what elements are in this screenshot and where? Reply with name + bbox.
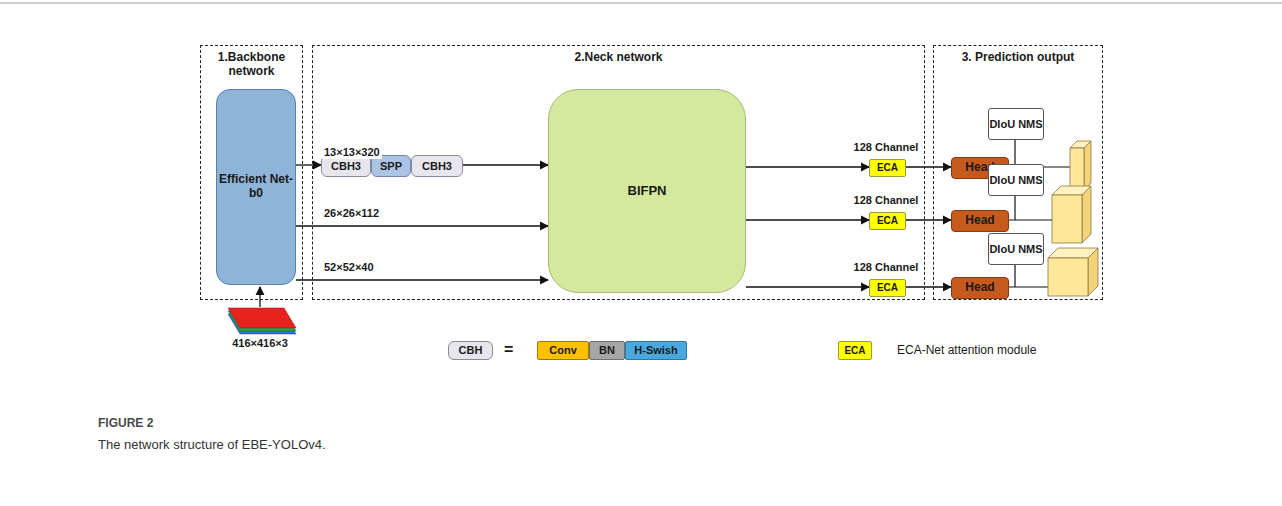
annotation: 416×416×3 — [230, 337, 290, 350]
node-text: ECA — [877, 282, 898, 294]
dashed-region: 2.Neck networkCBH3 SPP CBH3BIFPN ECA ECA ECA — [312, 45, 925, 300]
node-text: H-Swish — [634, 344, 677, 357]
arrow-connector — [746, 166, 869, 167]
head-block: Head — [951, 210, 1009, 232]
arrow-connector — [906, 166, 951, 167]
region-heading: 2.Neck network — [315, 51, 922, 65]
node-text: CBH3 — [331, 160, 361, 173]
arrow-connector — [296, 225, 548, 226]
hswish-block: H-Swish — [625, 341, 687, 360]
node-text: ECA — [877, 162, 898, 174]
annotation: ECA-Net attention module — [895, 343, 1038, 357]
arrow-connector — [296, 164, 321, 165]
cbh-block: CBH3 — [411, 155, 463, 177]
node-text: Head — [965, 214, 994, 228]
backbone-box: Efficient Net-b0 — [216, 89, 296, 285]
figure-number: FIGURE 2 — [96, 416, 155, 430]
tensor-size: 52×52×40 — [322, 261, 376, 274]
eca-block: ECA — [869, 159, 906, 177]
nms-box: DIoU NMS — [988, 108, 1044, 140]
dashed-region: 3. Prediction outputHeadDIoU NMSHeadDIoU… — [933, 45, 1103, 300]
eca-block: ECA — [838, 341, 872, 360]
eca-block: ECA — [869, 279, 906, 297]
node-text: ECA — [877, 215, 898, 227]
node-text: BN — [599, 344, 615, 357]
annotation: 128 Channel — [852, 194, 921, 207]
region-heading: 1.Backbone network — [203, 51, 300, 79]
node-text: Conv — [549, 344, 577, 357]
arrow-connector — [463, 164, 548, 165]
node-text: ECA — [844, 345, 865, 357]
output-cube — [1070, 141, 1091, 190]
arrow-connector — [906, 286, 951, 287]
node-text: DIoU NMS — [989, 118, 1042, 131]
arrow-connector — [746, 219, 869, 220]
annotation: 128 Channel — [852, 261, 921, 274]
bn-block: BN — [589, 341, 625, 360]
eca-block: ECA — [869, 212, 906, 230]
output-cube — [1052, 186, 1091, 243]
arrow-connector — [906, 219, 951, 220]
output-line — [1008, 286, 1048, 287]
figure-caption: The network structure of EBE-YOLOv4. — [96, 437, 328, 453]
nms-box: DIoU NMS — [988, 233, 1044, 265]
input-arrow — [259, 287, 260, 307]
node-text: SPP — [380, 160, 402, 173]
tensor-size: 13×13×320 — [322, 146, 382, 159]
node-text: DIoU NMS — [989, 174, 1042, 187]
region-heading: 3. Prediction output — [936, 51, 1100, 65]
arrow-connector — [746, 286, 869, 287]
nms-line — [1014, 195, 1015, 220]
bifpn-box: BIFPN — [548, 89, 746, 293]
annotation: 128 Channel — [852, 141, 921, 154]
node-text: CBH3 — [422, 160, 452, 173]
output-cube — [1048, 248, 1098, 296]
top-rule — [0, 3, 1282, 4]
input-layer-red — [228, 308, 296, 328]
dashed-region: 1.Backbone networkEfficient Net-b0 — [200, 45, 303, 300]
nms-line — [1014, 139, 1015, 167]
cbh-block: CBH — [448, 341, 493, 360]
node-text: Efficient Net-b0 — [217, 173, 295, 201]
arrow-connector — [296, 279, 548, 280]
nms-box: DIoU NMS — [988, 164, 1044, 196]
nms-line — [1014, 264, 1015, 287]
node-text: BIFPN — [628, 184, 667, 199]
node-text: DIoU NMS — [989, 243, 1042, 256]
conv-block: Conv — [537, 341, 589, 360]
node-text: CBH — [459, 344, 483, 357]
tensor-size: 26×26×112 — [322, 207, 381, 220]
equals-sign: = — [502, 340, 515, 359]
head-block: Head — [951, 277, 1009, 299]
node-text: Head — [965, 281, 994, 295]
